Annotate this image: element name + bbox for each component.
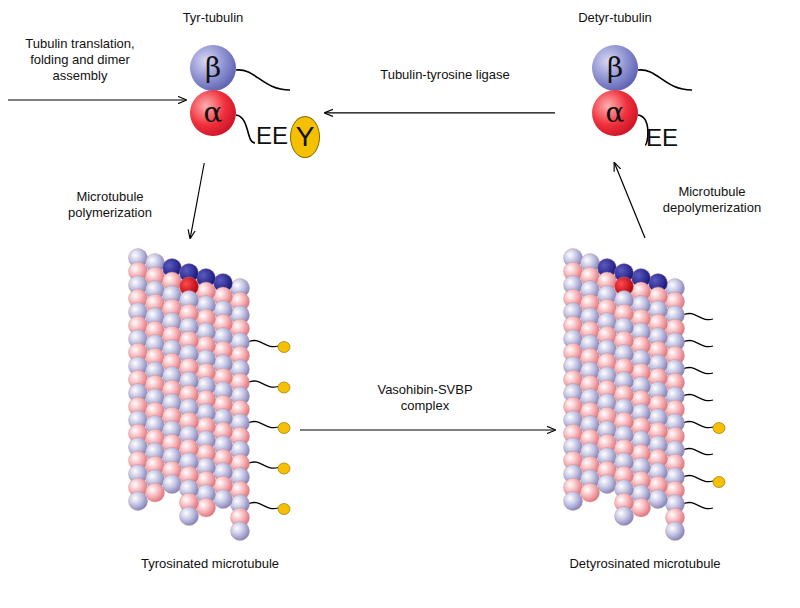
c-terminal-tail [248,340,278,346]
arrow-label: Tubulin-tyrosine ligase [360,67,530,83]
process-arrow [190,163,204,238]
microtubule-lattice [555,238,735,550]
subunit-symbol: β [205,54,221,82]
tails [683,313,713,508]
tubulin-dimer: Tyr-tubulin βαY [150,8,325,163]
state-title: Detyr-tubulin [555,10,675,26]
c-terminal-tail [236,115,255,143]
subunit-symbol: α [204,99,223,127]
tubulin-subunit [163,475,182,494]
tubulin-subunit [129,492,148,511]
c-terminal-tail [683,367,713,373]
arrow-label: Microtubule polymerization [60,189,160,221]
microtubule-lattice [120,238,300,550]
c-terminal-tail [248,462,278,468]
c-terminal-tail [683,313,713,319]
state-title: Tyr-tubulin [153,10,273,26]
c-terminal-tail [248,502,278,508]
tyrosine-dot [278,463,290,474]
c-terminal-tail [683,394,713,400]
c-terminal-tail [683,448,713,454]
input-arrow [8,99,186,100]
subunit-symbol: Y [296,123,315,151]
tubulin-subunit [564,492,583,511]
tyrosine-oval: Y [290,116,320,158]
tyrosine-dot [278,423,290,434]
beta-tubulin-circle: β [592,45,638,91]
tyrosine-dot [278,504,290,515]
tubulin-subunit [146,483,165,502]
c-terminal-tail [236,70,290,90]
arrow-label: Vasohibin-SVBP complex [377,382,473,414]
tubulin-subunit [197,498,216,517]
tubulin-subunit [666,522,685,541]
c-terminal-tail [683,421,713,427]
tails [248,340,278,508]
tyrosine-dot [278,382,290,393]
subunit-symbol: α [606,99,625,127]
process-note: Tubulin translation, folding and dimer a… [10,36,150,84]
glutamate-residues: EE [646,124,678,152]
process-arrow [300,429,555,430]
tyrosine-dot [713,423,725,434]
c-terminal-tail [683,475,713,481]
microtubule: Detyrosinated microtubule [555,238,735,603]
tubulin-subunit [598,475,617,494]
illustration-caption: Tyrosinated microtubule [120,556,300,572]
tubulin-subunit [231,522,250,541]
c-terminal-tail [683,340,713,346]
c-terminal-tail [683,502,713,508]
process-arrow [614,163,645,238]
tubulin-subunit [581,483,600,502]
tubulin-subunit [649,490,668,509]
alpha-tubulin-circle: α [592,90,638,136]
tubulin-subunit [180,507,199,526]
microtubule: Tyrosinated microtubule [120,238,300,603]
tubulin-subunit [214,490,233,509]
illustration-caption: Detyrosinated microtubule [555,556,735,572]
process-arrow [325,112,555,113]
glutamate-residues: EE [256,122,288,150]
alpha-tubulin-circle: α [190,90,236,136]
c-terminal-tail [248,421,278,427]
tubulin-dimer: Detyr-tubulin βα [555,8,700,163]
tyrosine-dot [713,477,725,488]
beta-tubulin-circle: β [190,45,236,91]
arrow-label: Microtubule depolymerization [656,184,768,216]
c-terminal-tail [248,381,278,387]
tubulin-subunit [632,498,651,517]
tubulin-subunit [615,507,634,526]
c-terminal-tail [638,70,692,90]
tyrosine-dot [278,342,290,353]
subunit-symbol: β [607,54,623,82]
